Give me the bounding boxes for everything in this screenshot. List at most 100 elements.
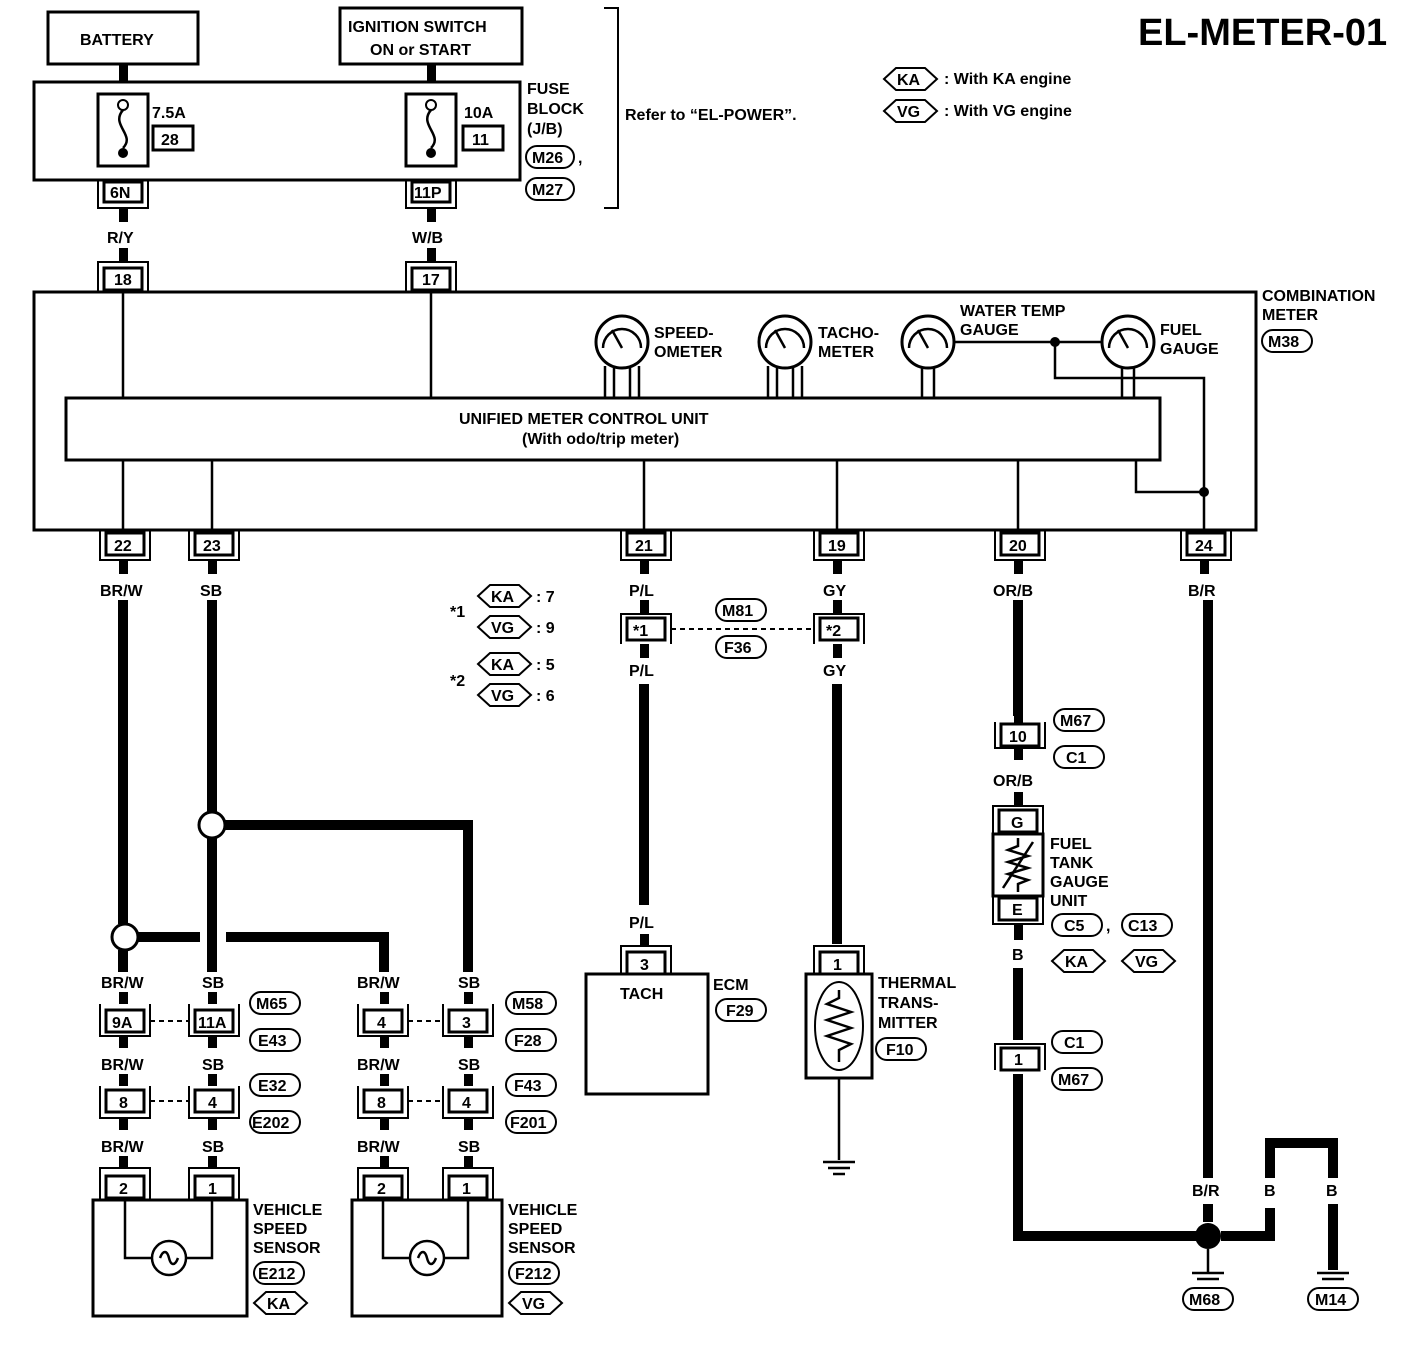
variant-notes: *1 KA : 7 VG : 9 *2 KA : 5 VG : 6 <box>450 584 555 707</box>
svg-text:M65: M65 <box>256 996 287 1013</box>
ecm-label: ECM <box>713 977 749 994</box>
fuel-gauge: FUEL GAUGE <box>1053 314 1219 530</box>
legend-ka-text: : With KA engine <box>944 71 1071 88</box>
svg-text:C13: C13 <box>1128 918 1157 935</box>
svg-text:19: 19 <box>828 538 846 555</box>
pin-18: 18 <box>97 261 149 292</box>
svg-text:B: B <box>1264 1183 1276 1200</box>
ignition-label-1: IGNITION SWITCH <box>348 19 487 36</box>
svg-text:KA: KA <box>267 1296 291 1313</box>
legend-vg-tag: VG <box>897 104 920 121</box>
combination-meter: UNIFIED METER CONTROL UNIT (With odo/tri… <box>32 290 1258 532</box>
fuel-gauge-label-1: FUEL <box>1160 322 1202 339</box>
wire-b-fuel: B <box>1012 947 1024 964</box>
fuse-1-rating: 7.5A <box>152 105 186 122</box>
svg-text:F201: F201 <box>510 1115 547 1132</box>
ignition-switch: IGNITION SWITCH ON or START <box>338 6 524 66</box>
svg-text:F28: F28 <box>514 1033 542 1050</box>
svg-text:M14: M14 <box>1315 1292 1346 1309</box>
vehicle-speed-sensor-left: 2 1 VEHICLE SPEED SENSOR E212 KA <box>91 1167 323 1318</box>
tachometer-label-2: METER <box>818 344 874 361</box>
ignition-label-2: ON or START <box>370 42 471 59</box>
svg-text:VG: VG <box>491 620 514 637</box>
svg-text:4: 4 <box>208 1095 217 1112</box>
fuse-1-number: 28 <box>161 132 179 149</box>
svg-text:21: 21 <box>635 538 653 555</box>
svg-text:KA: KA <box>1065 954 1089 971</box>
svg-text:M67: M67 <box>1060 713 1091 730</box>
sensor-left-wiring: BR/W SB 9A 11A M65 E43 BR/W SB 8 4 E32 E… <box>99 975 301 1168</box>
thermal-label-3: MITTER <box>878 1015 938 1032</box>
fuse-2-rating: 10A <box>464 105 494 122</box>
combination-meter-conn: M38 <box>1268 334 1299 351</box>
svg-text:G: G <box>1011 815 1023 832</box>
svg-text:FUEL: FUEL <box>1050 836 1092 853</box>
water-temp-label-1: WATER TEMP <box>960 303 1066 320</box>
svg-text:BR/W: BR/W <box>357 1057 401 1074</box>
ecm-pin-3: 3 <box>640 957 649 974</box>
tachometer-label-1: TACHO- <box>818 325 879 342</box>
svg-text:SB: SB <box>458 975 480 992</box>
svg-text:4: 4 <box>462 1095 471 1112</box>
ecm-conn: F29 <box>726 1003 754 1020</box>
svg-text:10: 10 <box>1009 729 1027 746</box>
svg-text:F212: F212 <box>515 1266 552 1283</box>
wire-br-24: B/R <box>1188 583 1216 600</box>
svg-text:C1: C1 <box>1066 750 1087 767</box>
pin-21: 21 <box>620 530 672 561</box>
pin-19: 19 <box>813 530 865 561</box>
svg-text:4: 4 <box>377 1015 386 1032</box>
svg-text:E32: E32 <box>258 1078 287 1095</box>
meter-pins: 22 23 21 19 20 24 <box>99 530 1232 561</box>
svg-text:17: 17 <box>422 272 440 289</box>
svg-text:E43: E43 <box>258 1033 287 1050</box>
ground-m68: M68 <box>1182 1249 1234 1311</box>
svg-text:C5: C5 <box>1064 918 1085 935</box>
svg-text:: 7: : 7 <box>536 589 555 606</box>
svg-text:VEHICLE: VEHICLE <box>253 1202 323 1219</box>
svg-text:3: 3 <box>462 1015 471 1032</box>
svg-text:23: 23 <box>203 538 221 555</box>
fuse-2-number: 11 <box>472 132 489 149</box>
wire-pl-ecm: P/L <box>629 915 654 932</box>
svg-text:SB: SB <box>458 1139 480 1156</box>
legend-vg-text: : With VG engine <box>944 103 1072 120</box>
water-temp-gauge: WATER TEMP GAUGE <box>900 303 1104 398</box>
fuse-conn-m27: M27 <box>532 182 563 199</box>
fuse-block-label-1: FUSE <box>527 81 570 98</box>
wire-pl-21: P/L <box>629 583 654 600</box>
fuel-gauge-label-2: GAUGE <box>1160 341 1219 358</box>
vehicle-speed-sensor-right: 2 1 VEHICLE SPEED SENSOR F212 VG <box>350 1167 578 1318</box>
svg-text:SENSOR: SENSOR <box>508 1240 576 1257</box>
wire-gy-mid: GY <box>823 663 846 680</box>
svg-text:B: B <box>1326 1183 1338 1200</box>
svg-text:GAUGE: GAUGE <box>1050 874 1109 891</box>
svg-text:SPEED: SPEED <box>508 1221 562 1238</box>
wire-gy-19: GY <box>823 583 846 600</box>
svg-text:E202: E202 <box>252 1115 289 1132</box>
svg-text:1: 1 <box>462 1181 471 1198</box>
refer-el-power: Refer to “EL-POWER”. <box>625 107 797 124</box>
battery: BATTERY <box>46 10 200 66</box>
note-1: *1 <box>450 604 465 621</box>
tachometer: TACHO- METER <box>757 314 879 398</box>
umcu-label: UNIFIED METER CONTROL UNIT <box>459 411 709 428</box>
connector-m67-c1: 10 M67 C1 <box>994 708 1105 769</box>
speedometer-label-1: SPEED- <box>654 325 714 342</box>
wire-orb-fuel: OR/B <box>993 773 1033 790</box>
wire-pl-mid: P/L <box>629 663 654 680</box>
svg-text:SPEED: SPEED <box>253 1221 307 1238</box>
fuse-conn-comma: , <box>578 150 582 167</box>
svg-text:*1: *1 <box>633 623 648 640</box>
ground-m14: M14 <box>1307 1271 1359 1311</box>
svg-text:SENSOR: SENSOR <box>253 1240 321 1257</box>
svg-text:M67: M67 <box>1058 1072 1089 1089</box>
fuse-conn-m26: M26 <box>532 150 563 167</box>
fuel-tank-gauge-unit: G E FUEL TANK GAUGE UNIT C5 , C13 KA VG <box>991 805 1177 973</box>
sensor-right-wiring: BR/W SB 4 3 M58 F28 BR/W SB 8 4 F43 F201… <box>357 975 557 1168</box>
svg-text:20: 20 <box>1009 538 1027 555</box>
diagram-title: EL-METER-01 <box>1138 12 1387 54</box>
svg-text:2: 2 <box>119 1181 128 1198</box>
svg-text:VG: VG <box>1135 954 1158 971</box>
wire-ry: R/Y <box>107 230 134 247</box>
